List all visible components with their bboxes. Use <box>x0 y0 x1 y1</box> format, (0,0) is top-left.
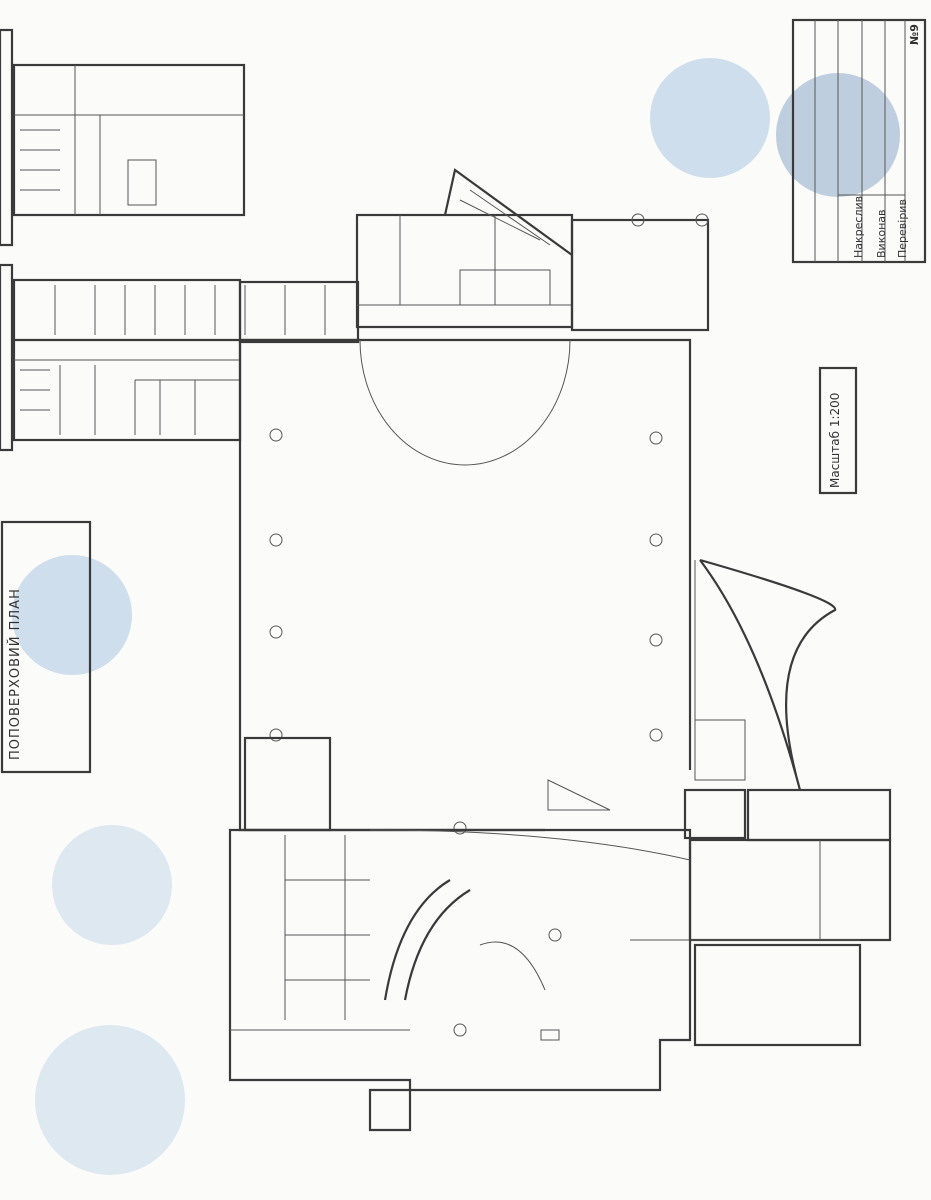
main-hall <box>238 338 692 835</box>
bottom-block <box>228 828 692 1132</box>
left-rooms <box>12 278 360 442</box>
top-left-block <box>12 63 246 217</box>
scale-box <box>818 366 858 495</box>
title-row-checked: Перевірив <box>896 199 909 258</box>
title-row-executed: Виконав <box>875 209 888 259</box>
stamp <box>35 1025 185 1175</box>
scale-label: Масштаб 1:200 <box>828 392 842 488</box>
plan-label-box <box>0 520 92 774</box>
sheet-number: №9 <box>908 24 921 45</box>
left-edge-block <box>0 263 14 452</box>
title-row-drawn: Накреслив <box>852 195 865 258</box>
stamp <box>52 825 172 945</box>
left-edge-block <box>0 28 14 247</box>
title-block-frame <box>791 18 927 264</box>
right-wing <box>630 558 892 1047</box>
plan-title: ПОПОВЕРХОВИЙ ПЛАН <box>8 588 23 760</box>
top-rooms <box>355 168 710 332</box>
stamp <box>650 58 770 178</box>
stamp <box>12 555 132 675</box>
